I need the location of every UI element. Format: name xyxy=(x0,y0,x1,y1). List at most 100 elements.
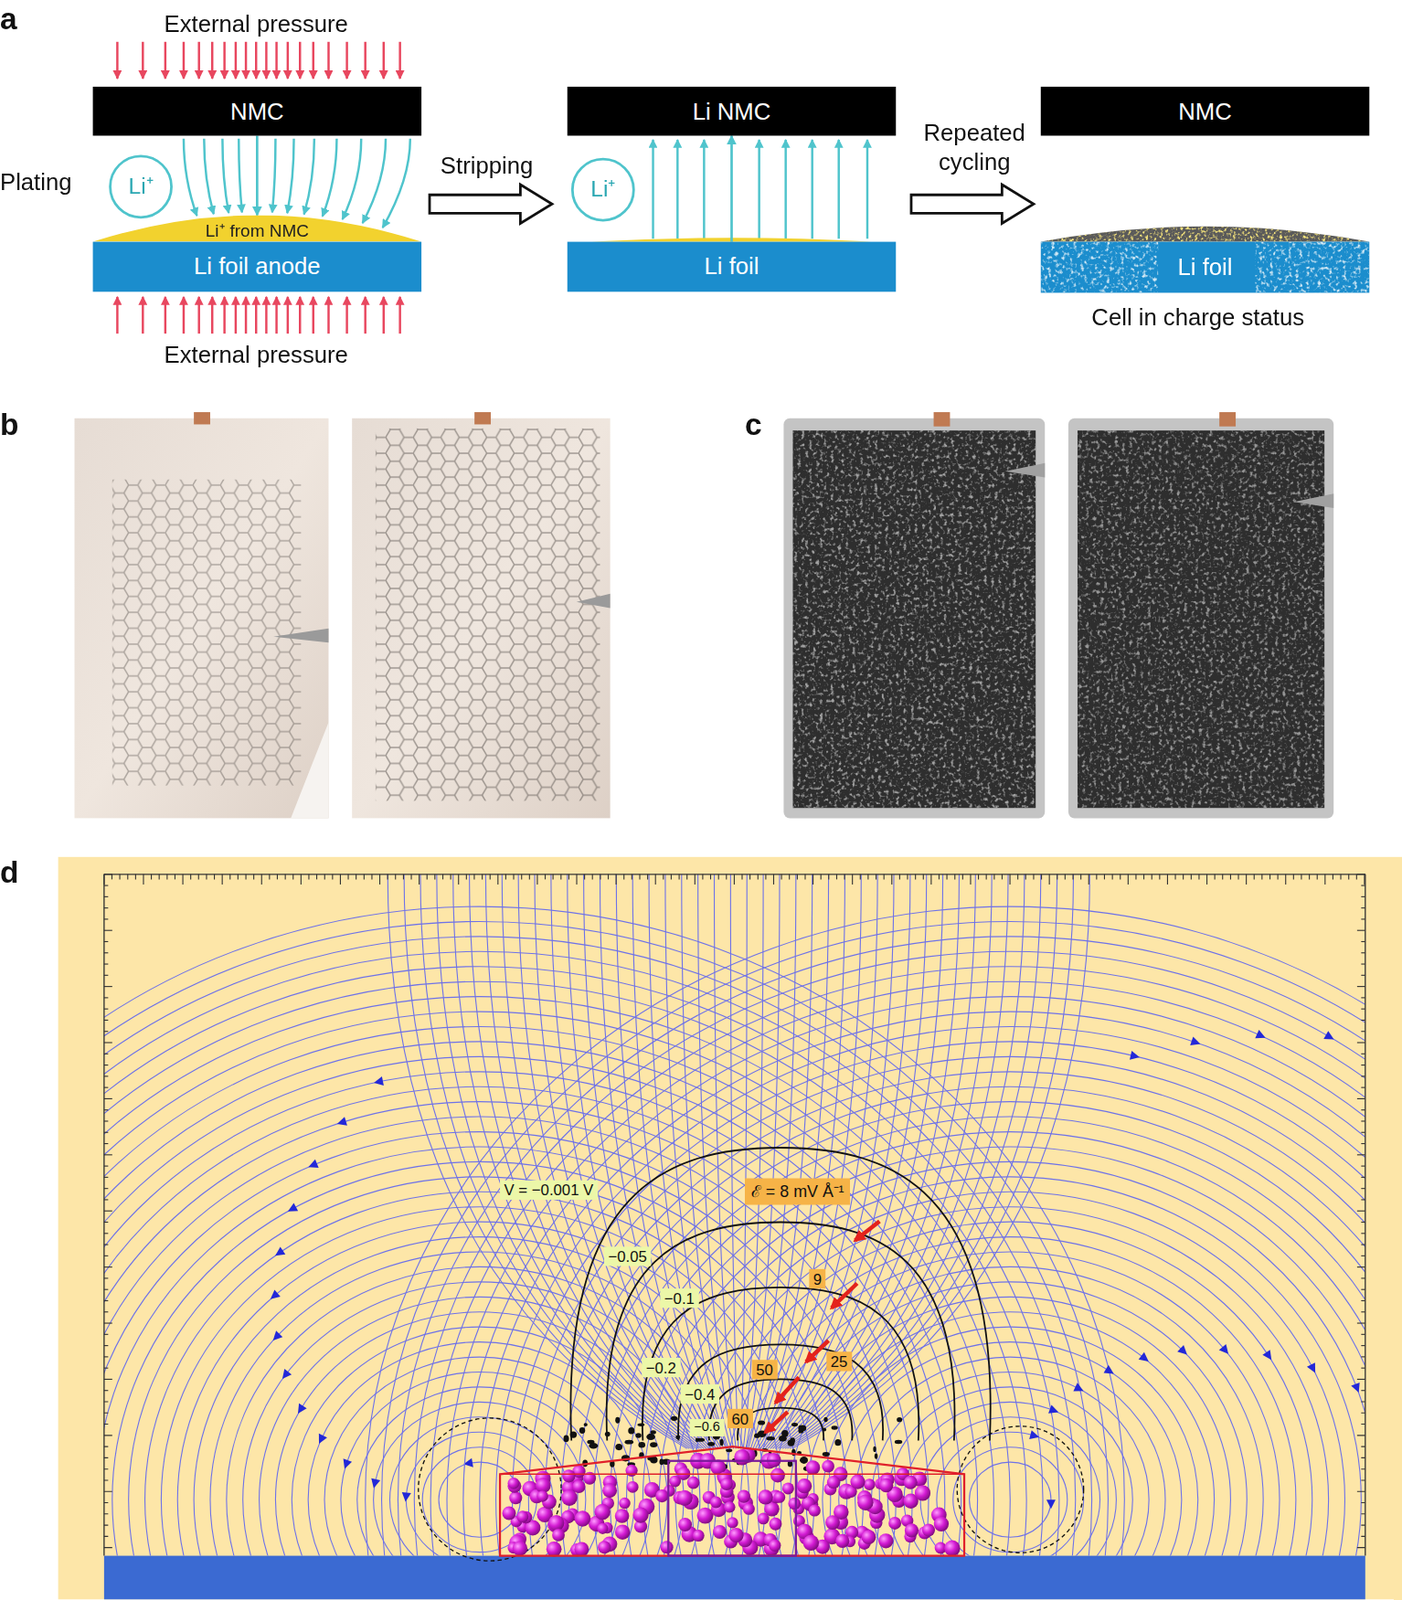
axis-tick xyxy=(104,1300,108,1302)
field-arrow xyxy=(1104,1365,1115,1375)
field-line xyxy=(501,874,704,1450)
copper-tab xyxy=(193,412,211,425)
axis-tick xyxy=(568,874,570,881)
anode-box: Li foil anode xyxy=(93,242,422,293)
axis-tick xyxy=(104,1109,108,1111)
axis-tick xyxy=(104,918,108,920)
axis-tick xyxy=(946,874,948,881)
node-text: Li⁺ xyxy=(128,173,154,200)
axis-tick xyxy=(324,874,326,881)
axis-tick xyxy=(1357,873,1366,875)
field-line xyxy=(730,874,738,1450)
lithium-atom xyxy=(678,1518,692,1532)
field-line xyxy=(792,874,1090,1450)
axis-tick xyxy=(104,1019,108,1021)
field-line xyxy=(430,966,1366,1557)
axis-tick xyxy=(1360,1053,1365,1055)
node-text: NMC xyxy=(1178,97,1232,126)
field-line xyxy=(822,1327,1199,1556)
annotation-label: Stripping xyxy=(440,150,533,181)
axis-tick xyxy=(104,1479,108,1481)
ion-circle: Li⁺ xyxy=(107,154,173,220)
axis-tick xyxy=(914,874,916,881)
lithium-atom xyxy=(773,1491,786,1504)
axis-tick xyxy=(466,874,468,881)
axis-tick xyxy=(104,873,113,875)
axis-tick xyxy=(993,874,995,881)
axis-tick xyxy=(1357,1041,1366,1043)
lithium-atom xyxy=(548,1515,564,1531)
pressure-arrow xyxy=(211,42,213,79)
pressure-arrow xyxy=(345,42,348,79)
field-line xyxy=(741,1252,1280,1557)
axis-tick xyxy=(355,874,357,881)
axis-tick xyxy=(379,874,381,885)
field-line xyxy=(708,1221,1313,1556)
axis-tick xyxy=(1357,986,1366,988)
axis-tick xyxy=(198,874,200,881)
axis-tick xyxy=(1009,874,1011,885)
cathode-box: NMC xyxy=(93,86,422,137)
field-arrow xyxy=(273,1330,284,1341)
axis-tick xyxy=(1360,1289,1365,1291)
axis-tick xyxy=(1277,874,1279,881)
axis-tick xyxy=(1230,874,1232,881)
axis-tick xyxy=(1360,896,1365,898)
pressure-arrow xyxy=(116,42,118,79)
lithium-atom xyxy=(697,1508,714,1525)
axis-tick xyxy=(182,874,184,885)
node-text: V = −0.001 V xyxy=(504,1181,595,1200)
field-arrow xyxy=(1189,1037,1201,1046)
photo-speckle xyxy=(792,430,1036,808)
axis-tick xyxy=(1167,874,1169,885)
field-line xyxy=(675,1191,1345,1556)
field-line xyxy=(518,874,707,1450)
axis-tick xyxy=(860,874,861,881)
hex-imprint xyxy=(375,428,601,802)
electrolyte-molecule xyxy=(874,1453,879,1459)
field-line xyxy=(806,1312,1215,1557)
axis-tick xyxy=(529,874,531,881)
field-arrow xyxy=(270,1289,281,1299)
axis-tick xyxy=(969,874,971,885)
field-line xyxy=(753,874,829,1450)
axis-tick xyxy=(662,874,664,881)
electrolyte-molecule xyxy=(605,1432,611,1438)
lithium-atom xyxy=(757,1513,770,1526)
lithium-atom xyxy=(827,1476,840,1489)
field-arrow xyxy=(343,1458,352,1469)
axis-tick xyxy=(237,874,239,881)
ion-flux-line xyxy=(322,138,338,217)
axis-tick xyxy=(1360,1177,1365,1179)
axis-tick xyxy=(104,1446,108,1448)
field-line xyxy=(903,1402,1116,1556)
lithium-atom xyxy=(821,1460,835,1474)
field-line xyxy=(775,874,976,1450)
axis-tick xyxy=(686,874,688,881)
node-text: −0.2 xyxy=(646,1359,677,1377)
axis-tick xyxy=(851,874,853,885)
lithium-atom xyxy=(720,1477,733,1491)
electrolyte-molecule xyxy=(584,1423,588,1427)
potential-label: V = −0.001 V xyxy=(499,1180,598,1201)
axis-tick xyxy=(599,874,601,881)
field-line xyxy=(387,874,687,1450)
lithium-atom xyxy=(626,1481,639,1494)
axis-tick xyxy=(104,896,108,898)
ion-flux-line xyxy=(702,139,705,239)
axis-tick xyxy=(1360,1468,1365,1470)
equipotential-line xyxy=(418,1418,562,1562)
field-arrow xyxy=(1219,1344,1229,1355)
axis-tick xyxy=(473,874,475,881)
field-line xyxy=(870,1372,1149,1557)
axis-tick xyxy=(1360,1423,1365,1425)
lithium-atom xyxy=(660,1540,674,1554)
node-text: 50 xyxy=(755,1360,774,1379)
lithium-substrate xyxy=(104,1556,1366,1600)
lithium-atom xyxy=(903,1476,918,1490)
axis-tick xyxy=(1360,1075,1365,1077)
node-text: −0.4 xyxy=(684,1385,715,1403)
node-text: −0.6 xyxy=(693,1420,721,1436)
field-line xyxy=(748,874,797,1450)
